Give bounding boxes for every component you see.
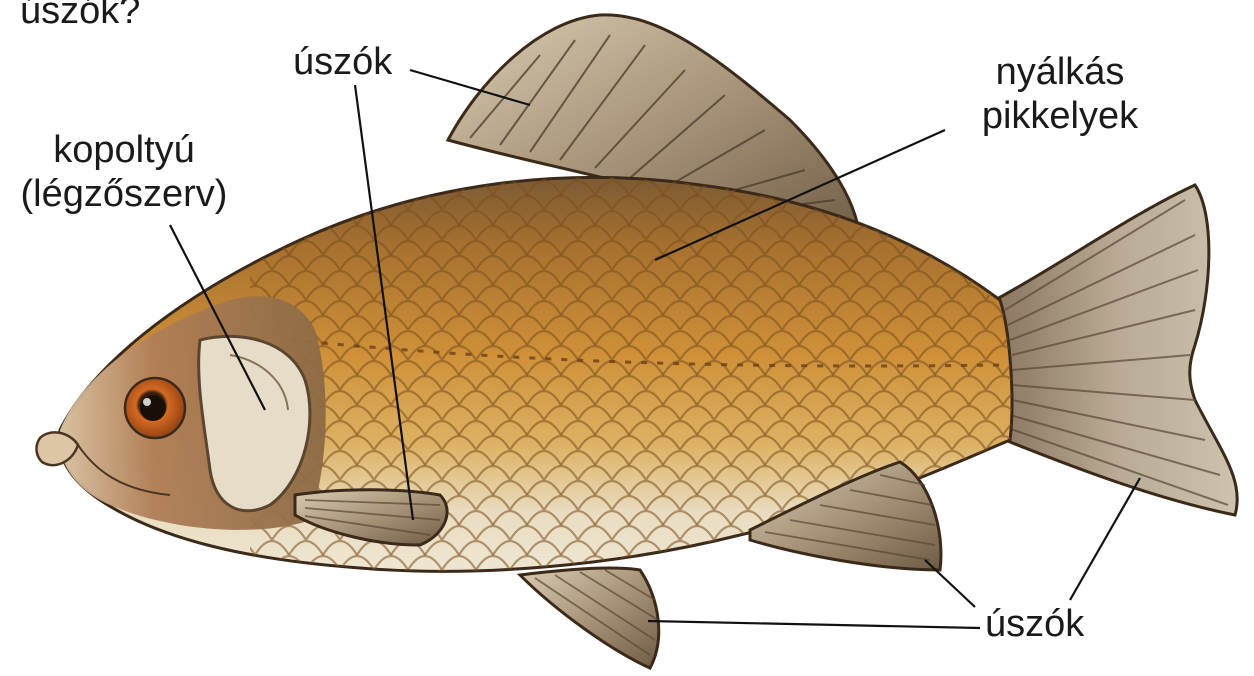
fish-eye [125, 378, 185, 438]
leader-fin-bottom-pelvic [648, 621, 980, 628]
label-gills: kopoltyú (légzőszerv) [4, 128, 244, 216]
label-scales: nyálkás pikkelyek [950, 50, 1170, 138]
label-fins-bottom: úszók [985, 602, 1084, 646]
label-fins-top: úszók [293, 40, 392, 84]
caudal-fin [995, 185, 1237, 515]
label-scales-line2: pikkelyek [950, 94, 1170, 138]
leader-fin-bottom-tail [1070, 478, 1140, 600]
label-scales-line1: nyálkás [950, 50, 1170, 94]
label-gills-line2: (légzőszerv) [4, 172, 244, 216]
question-fragment: úszók? [20, 0, 140, 33]
pelvic-fin [520, 568, 659, 668]
label-gills-line1: kopoltyú [4, 128, 244, 172]
leader-fin-bottom-anal [925, 560, 975, 607]
